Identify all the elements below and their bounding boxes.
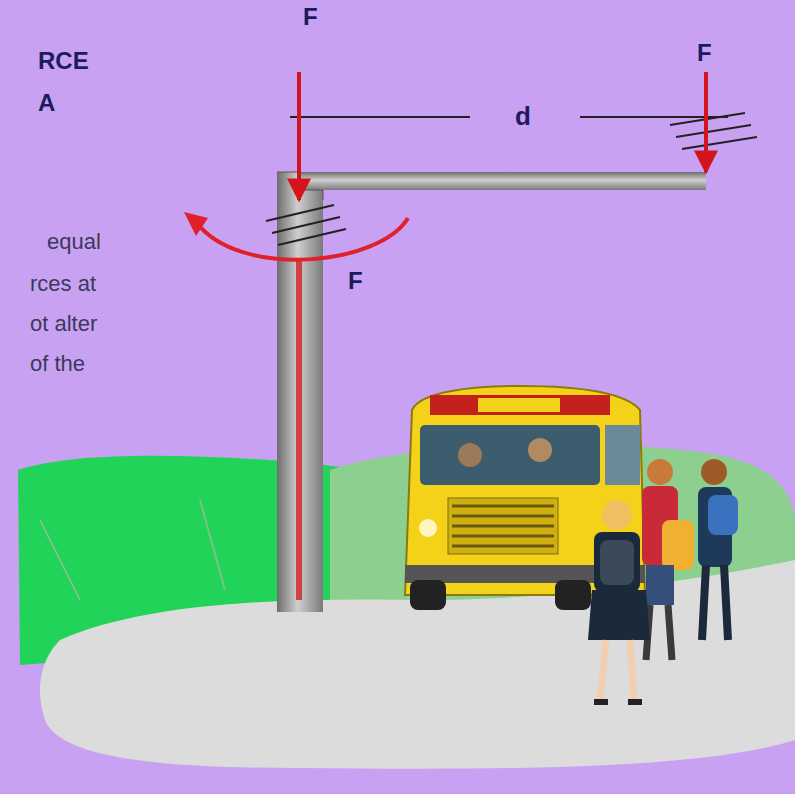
force-arrow: [297, 72, 301, 200]
child: [698, 459, 738, 640]
body-text: equal: [47, 230, 101, 254]
hatch-mark: [266, 205, 346, 245]
force-label: F: [303, 4, 318, 30]
title-fragment: A: [38, 90, 55, 116]
force-label: F: [348, 268, 363, 294]
force-arrow: [296, 260, 302, 600]
dimension-line: [290, 116, 470, 118]
child: [588, 500, 650, 702]
child: [642, 459, 694, 660]
hatch-mark: [670, 113, 757, 149]
school-bus: [405, 386, 645, 610]
force-label: F: [697, 40, 712, 66]
dimension-label: d: [515, 102, 531, 131]
body-text: of the: [30, 352, 85, 376]
body-text: rces at: [30, 272, 96, 296]
body-text: ot alter: [30, 312, 97, 336]
force-arrow: [704, 72, 708, 172]
pole: [277, 172, 323, 612]
moment-arrow: [196, 218, 408, 260]
road: [40, 560, 795, 769]
title-fragment: RCE: [38, 48, 89, 74]
arm: [300, 172, 706, 190]
